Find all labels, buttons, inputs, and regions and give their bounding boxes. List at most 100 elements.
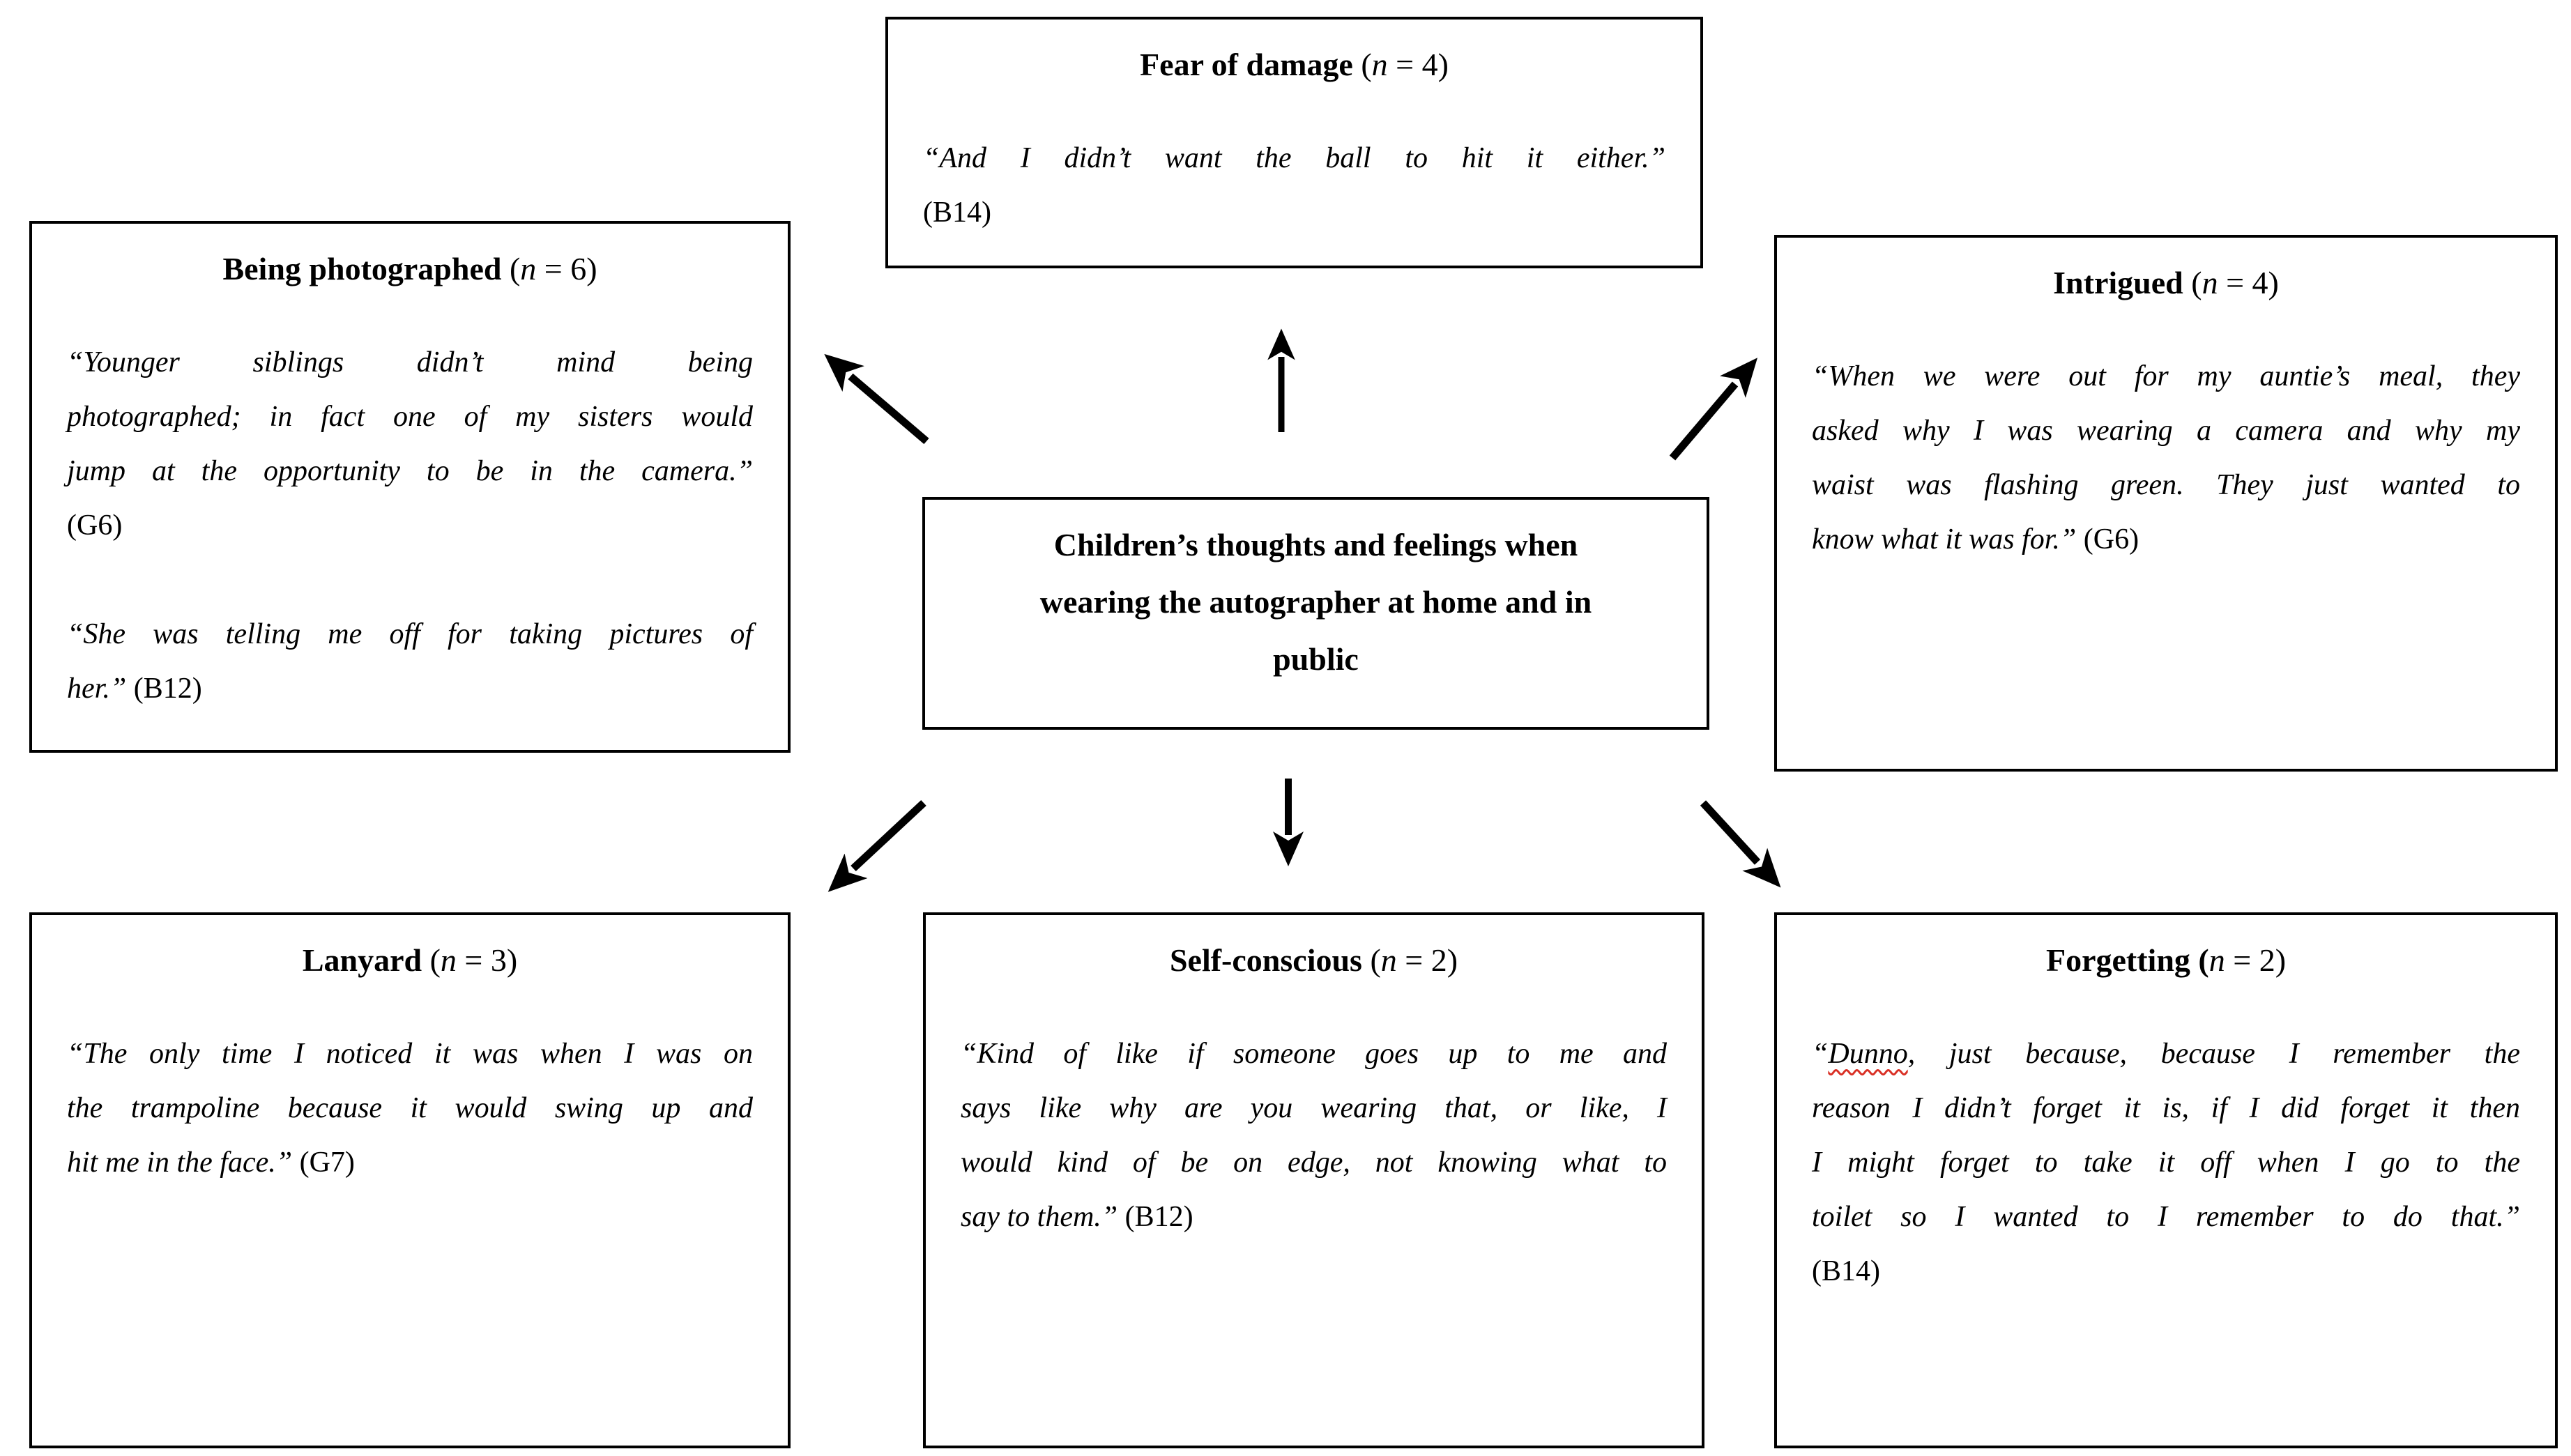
title-count: = 2) [2225, 942, 2287, 978]
participant-code: (G7) [292, 1147, 355, 1179]
box-title: Forgetting (n = 2) [1812, 933, 2520, 988]
misspelled-word: Dunno [1828, 1038, 1908, 1070]
arrow-to-being-photographed [824, 353, 929, 445]
quote-text: photographed; in fact one of my sisters … [67, 401, 753, 433]
quote-line: say to them.” (B12) [961, 1190, 1667, 1244]
quote-line: jump at the opportunity to be in the cam… [67, 444, 753, 498]
title-n: n [2202, 265, 2218, 300]
participant-code: (G6) [2076, 523, 2139, 555]
title-count: = 4) [1387, 47, 1449, 82]
box-quotes: “Younger siblings didn’t mind being photo… [67, 335, 753, 716]
box-lanyard: Lanyard (n = 3) “The only time I noticed… [29, 912, 791, 1448]
quote-text: “ [1812, 1038, 1829, 1070]
title-bold: Self-conscious [1169, 942, 1362, 978]
quote-text: jump at the opportunity to be in the cam… [67, 455, 753, 487]
quote-line: know what it was for.” (G6) [1812, 512, 2520, 567]
quote: “When we were out for my auntie’s meal, … [1812, 349, 2520, 567]
box-quotes: “And I didn’t want the ball to hit it ei… [923, 131, 1665, 240]
title-bold: Being photographed [222, 251, 502, 286]
box-title: Fear of damage (n = 4) [923, 38, 1665, 92]
title-paren-open: ( [1361, 942, 1381, 978]
title-paren-open: ( [2183, 265, 2202, 300]
quote: “The only time I noticed it was when I w… [67, 1027, 753, 1190]
quote-line: “Kind of like if someone goes up to me a… [961, 1027, 1667, 1081]
quote-line: waist was flashing green. They just want… [1812, 458, 2520, 512]
quote-line: toilet so I wanted to I remember to do t… [1812, 1190, 2520, 1244]
title-bold: Intrigued [2053, 265, 2183, 300]
title-n: n [520, 251, 537, 286]
title-paren-open: ( [1352, 47, 1372, 82]
arrow-to-intrigued [1669, 358, 1758, 461]
quote: “Younger siblings didn’t mind being photo… [67, 335, 753, 553]
participant-code: (B12) [1117, 1201, 1193, 1233]
quote-text: “And I didn’t want the ball to hit it ei… [923, 142, 1665, 174]
quote-line: (B14) [923, 185, 1665, 240]
quote-text: would kind of be on edge, not knowing wh… [961, 1147, 1667, 1179]
quote-text: “When we were out for my auntie’s meal, … [1812, 360, 2520, 392]
quote-text: say to them.” [961, 1201, 1118, 1233]
quote: “Kind of like if someone goes up to me a… [961, 1027, 1667, 1244]
quote-text: toilet so I wanted to I remember to do t… [1812, 1201, 2520, 1233]
quote-line: her.” (B12) [67, 661, 753, 716]
quote-line: (G6) [67, 498, 753, 553]
participant-code: (B14) [923, 197, 991, 229]
box-quotes: “The only time I noticed it was when I w… [67, 1027, 753, 1190]
box-quotes: “When we were out for my auntie’s meal, … [1812, 349, 2520, 567]
quote: “Dunno, just because, because I remember… [1812, 1027, 2520, 1298]
box-title: Lanyard (n = 3) [67, 933, 753, 988]
title-bold: Fear of damage [1140, 47, 1353, 82]
box-intrigued: Intrigued (n = 4) “When we were out for … [1774, 235, 2558, 772]
box-title: Being photographed (n = 6) [67, 242, 753, 296]
quote-text: “The only time I noticed it was when I w… [67, 1038, 753, 1070]
quote-line: “The only time I noticed it was when I w… [67, 1027, 753, 1081]
text-line: wearing the autographer at home and in [1039, 584, 1592, 620]
quote-text: “Kind of like if someone goes up to me a… [961, 1038, 1667, 1070]
quote-text: “She was telling me off for taking pictu… [67, 618, 753, 650]
participant-code: (B14) [1812, 1255, 1880, 1287]
box-quotes: “Kind of like if someone goes up to me a… [961, 1027, 1667, 1244]
quote-line: the trampoline because it would swing up… [67, 1081, 753, 1135]
quote-line: I might forget to take it off when I go … [1812, 1135, 2520, 1190]
quote-line: “Younger siblings didn’t mind being [67, 335, 753, 390]
title-count: = 3) [456, 942, 518, 978]
box-forgetting: Forgetting (n = 2) “Dunno, just because,… [1774, 912, 2558, 1448]
quote-line: asked why I was wearing a camera and why… [1812, 404, 2520, 458]
quote-line: “And I didn’t want the ball to hit it ei… [923, 131, 1665, 185]
title-count: = 4) [2218, 265, 2279, 300]
box-central-theme: Children’s thoughts and feelings when wea… [922, 497, 1709, 730]
quote: “She was telling me off for taking pictu… [67, 607, 753, 716]
quote-line: “When we were out for my auntie’s meal, … [1812, 349, 2520, 404]
quote-line: reason I didn’t forget it is, if I did f… [1812, 1081, 2520, 1135]
title-count: = 6) [536, 251, 597, 286]
title-n: n [1380, 942, 1397, 978]
box-title: Intrigued (n = 4) [1812, 256, 2520, 310]
quote-text: “Younger siblings didn’t mind being [67, 346, 753, 378]
text-line: public [1273, 641, 1359, 677]
quote-text: asked why I was wearing a camera and why… [1812, 415, 2520, 447]
quote-text: her.” [67, 673, 127, 705]
quote-text: I might forget to take it off when I go … [1812, 1147, 2520, 1179]
title-n: n [2208, 942, 2225, 978]
arrow-to-lanyard [827, 799, 926, 892]
quote-line: photographed; in fact one of my sisters … [67, 390, 753, 444]
central-theme-title: Children’s thoughts and feelings when wea… [960, 516, 1672, 688]
quote-line: “Dunno, just because, because I remember… [1812, 1027, 2520, 1081]
box-fear-of-damage: Fear of damage (n = 4) “And I didn’t wan… [885, 17, 1703, 268]
quote-line: would kind of be on edge, not knowing wh… [961, 1135, 1667, 1190]
quote-text: , just because, because I remember the [1907, 1038, 2520, 1070]
title-bold: Lanyard [302, 942, 422, 978]
box-title: Self-conscious (n = 2) [961, 933, 1667, 988]
box-being-photographed: Being photographed (n = 6) “Younger sibl… [29, 221, 791, 753]
quote-text: hit me in the face.” [67, 1147, 293, 1179]
title-paren-open: ( [501, 251, 521, 286]
quote-line: (B14) [1812, 1244, 2520, 1298]
title-n: n [1371, 47, 1388, 82]
quote-text: waist was flashing green. They just want… [1812, 469, 2520, 501]
title-count: = 2) [1396, 942, 1458, 978]
arrow-to-forgetting [1700, 800, 1781, 888]
title-bold: Forgetting ( [2045, 942, 2209, 978]
quote-text: know what it was for.” [1812, 523, 2077, 555]
text-line: Children’s thoughts and feelings when [1053, 527, 1578, 562]
title-n: n [440, 942, 457, 978]
